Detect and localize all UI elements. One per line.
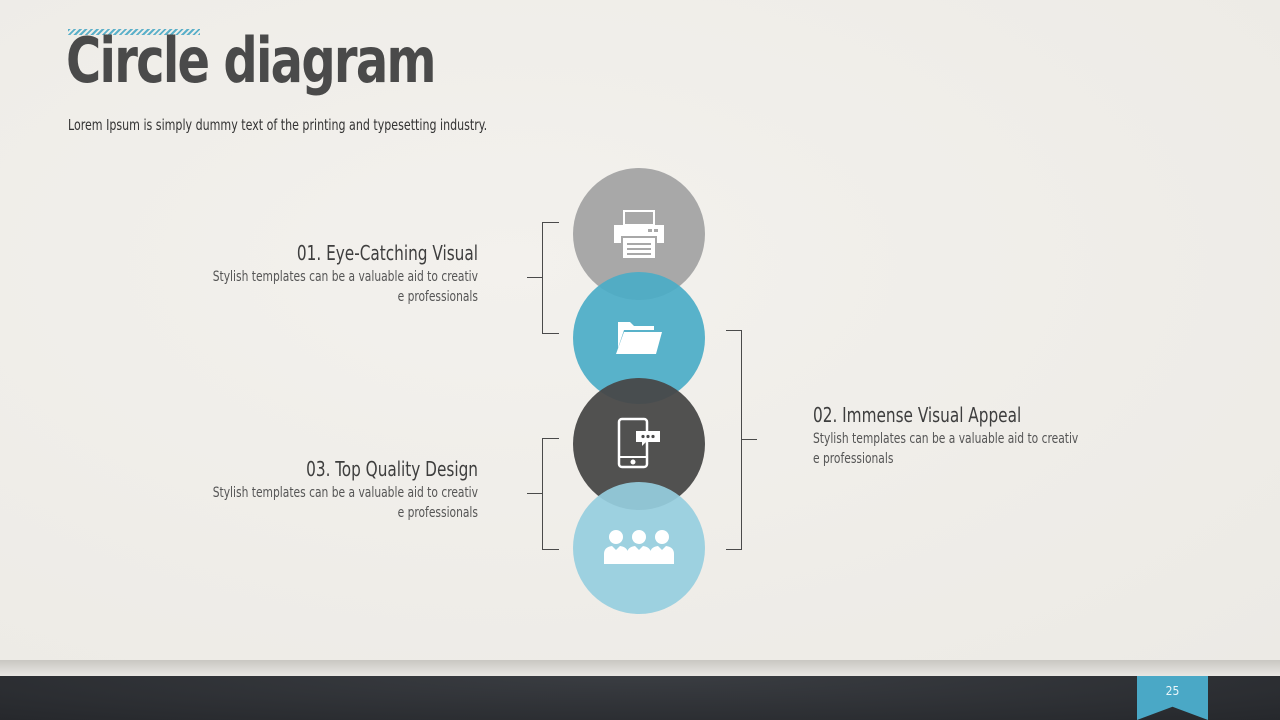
bracket-tick-item-3	[527, 493, 542, 494]
item-description: Stylish templates can be a valuable aid …	[172, 483, 478, 523]
bracket-tick-item-1	[527, 277, 542, 278]
item-description: Stylish templates can be a valuable aid …	[813, 429, 1119, 469]
bracket-item-3	[542, 438, 559, 550]
item-description: Stylish templates can be a valuable aid …	[172, 267, 478, 307]
footer-shadow	[0, 660, 1280, 676]
item-description-line: e professionals	[813, 451, 894, 467]
circle-users	[573, 482, 705, 614]
users-group-icon	[604, 530, 674, 564]
bracket-item-1	[542, 222, 559, 334]
slide-canvas: Circle diagram Lorem Ipsum is simply dum…	[0, 0, 1280, 662]
item-description-line: e professionals	[397, 505, 478, 521]
bracket-tick-item-2	[741, 439, 757, 440]
folder-open-icon	[616, 322, 662, 354]
item-description-line: e professionals	[397, 289, 478, 305]
item-heading: 02. Immense Visual Appeal	[813, 403, 1022, 427]
item-heading: 03. Top Quality Design	[306, 457, 478, 481]
footer-bar	[0, 676, 1280, 720]
item-eye-catching-visual: 01. Eye-Catching Visual Stylish template…	[118, 241, 478, 307]
slide-title: Circle diagram	[66, 24, 437, 97]
slide-subtitle: Lorem Ipsum is simply dummy text of the …	[68, 116, 488, 134]
item-heading: 01. Eye-Catching Visual	[296, 241, 478, 265]
printer-icon	[614, 210, 664, 260]
item-immense-visual-appeal: 02. Immense Visual Appeal Stylish templa…	[813, 403, 1173, 469]
bracket-item-2	[726, 330, 742, 550]
item-top-quality-design: 03. Top Quality Design Stylish templates…	[118, 457, 478, 523]
title-accent-stripe	[68, 29, 200, 35]
item-description-line: Stylish templates can be a valuable aid …	[813, 431, 1079, 447]
item-description-line: Stylish templates can be a valuable aid …	[212, 485, 479, 501]
item-description-line: Stylish templates can be a valuable aid …	[212, 269, 479, 285]
page-number: 25	[1165, 684, 1180, 698]
tablet-message-icon	[617, 417, 660, 469]
